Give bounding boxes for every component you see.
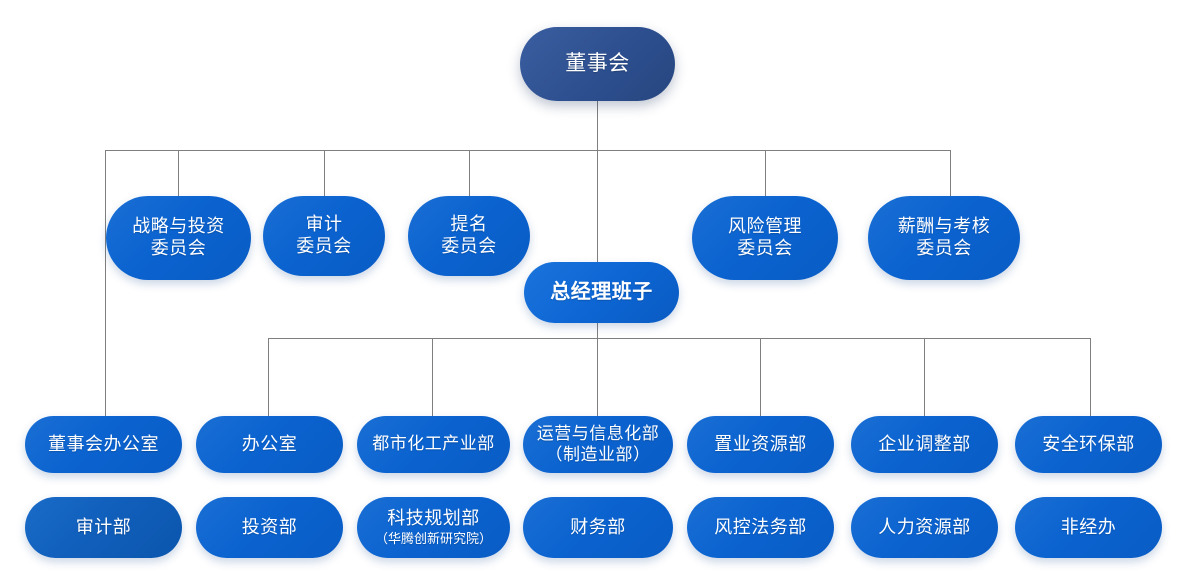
node-label-line1: 运营与信息化部 (536, 423, 660, 443)
node-label-line1: 置业资源部 (714, 433, 807, 454)
node-department-property-resources[interactable]: 置业资源部 (687, 416, 834, 473)
node-label: 总经理班子 (550, 281, 653, 304)
node-board-of-directors[interactable]: 董事会 (520, 27, 675, 101)
node-committee-risk-management[interactable]: 风险管理 委员会 (692, 196, 838, 280)
connector-drop-department-6 (1090, 338, 1091, 416)
node-department-office[interactable]: 办公室 (196, 416, 343, 473)
connector-drop-department-5 (924, 338, 925, 416)
node-label-line1: 战略与投资 (132, 216, 225, 237)
node-label-line2: 委员会 (441, 236, 497, 256)
connector-drop-department-4 (760, 338, 761, 416)
node-department-board-office[interactable]: 董事会办公室 (25, 416, 182, 473)
node-label-line2: 委员会 (296, 236, 352, 256)
node-committee-nomination[interactable]: 提名 委员会 (408, 196, 530, 276)
node-label-line1: 投资部 (241, 516, 298, 537)
node-general-manager-team[interactable]: 总经理班子 (524, 262, 679, 323)
node-label-line1: 安全环保部 (1042, 433, 1135, 454)
node-department-operations-informatization[interactable]: 运营与信息化部 （制造业部） (523, 416, 673, 473)
node-label-line2: 委员会 (737, 238, 793, 258)
connector-committee-bus (105, 150, 951, 151)
node-label-line1: 薪酬与考核 (897, 216, 991, 237)
node-department-urban-chemical-industry[interactable]: 都市化工产业部 (357, 416, 510, 473)
node-label-line1: 审计部 (75, 516, 132, 537)
connector-board-to-gm (597, 150, 598, 262)
node-department-enterprise-adjustment[interactable]: 企业调整部 (851, 416, 998, 473)
node-committee-compensation-appraisal[interactable]: 薪酬与考核 委员会 (868, 196, 1020, 280)
connector-drop-department-2 (432, 338, 433, 416)
node-department-non-operating[interactable]: 非经办 (1015, 497, 1162, 558)
node-label-line1: 风险管理 (728, 216, 802, 237)
node-label-line1: 提名 (450, 214, 488, 235)
connector-drop-committee-1 (178, 150, 179, 196)
connector-gm-stem (597, 322, 598, 338)
node-committee-audit[interactable]: 审计 委员会 (263, 196, 385, 276)
connector-board-to-board-office (105, 150, 106, 416)
connector-drop-department-1 (268, 338, 269, 416)
node-department-safety-environmental[interactable]: 安全环保部 (1015, 416, 1162, 473)
node-label-line2: （制造业部） (545, 444, 651, 464)
connector-drop-committee-2 (324, 150, 325, 196)
node-committee-strategy-investment[interactable]: 战略与投资 委员会 (106, 196, 251, 280)
node-department-finance[interactable]: 财务部 (523, 497, 673, 558)
node-label-line1: 董事会办公室 (48, 433, 159, 454)
node-label-line1: 人力资源部 (878, 516, 971, 537)
connector-drop-committee-5 (950, 150, 951, 196)
node-label: 董事会 (565, 51, 630, 76)
connector-board-stem (597, 100, 598, 150)
node-department-investment[interactable]: 投资部 (196, 497, 343, 558)
node-department-audit[interactable]: 审计部 (25, 497, 182, 558)
connector-drop-committee-3 (469, 150, 470, 196)
node-label-line1: 都市化工产业部 (372, 434, 495, 454)
node-label-line1: 非经办 (1060, 516, 1117, 537)
node-label-line1: 风控法务部 (714, 516, 807, 537)
node-department-risk-control-legal[interactable]: 风控法务部 (687, 497, 834, 558)
connector-department-bus (268, 338, 1091, 339)
node-label-line1: 财务部 (570, 516, 626, 537)
node-department-technology-planning[interactable]: 科技规划部 （华腾创新研究院） (357, 497, 510, 558)
connector-drop-department-3 (597, 338, 598, 416)
node-label-line1: 办公室 (241, 433, 298, 454)
node-label-line1: 科技规划部 (387, 508, 480, 529)
node-label-line2: 委员会 (916, 238, 972, 258)
node-label-line2: 委员会 (150, 238, 207, 258)
node-label-line1: 审计 (305, 214, 343, 235)
node-label-line1: 企业调整部 (878, 433, 971, 454)
node-label-line2: （华腾创新研究院） (374, 531, 492, 547)
connector-drop-committee-4 (765, 150, 766, 196)
node-department-human-resources[interactable]: 人力资源部 (851, 497, 998, 558)
